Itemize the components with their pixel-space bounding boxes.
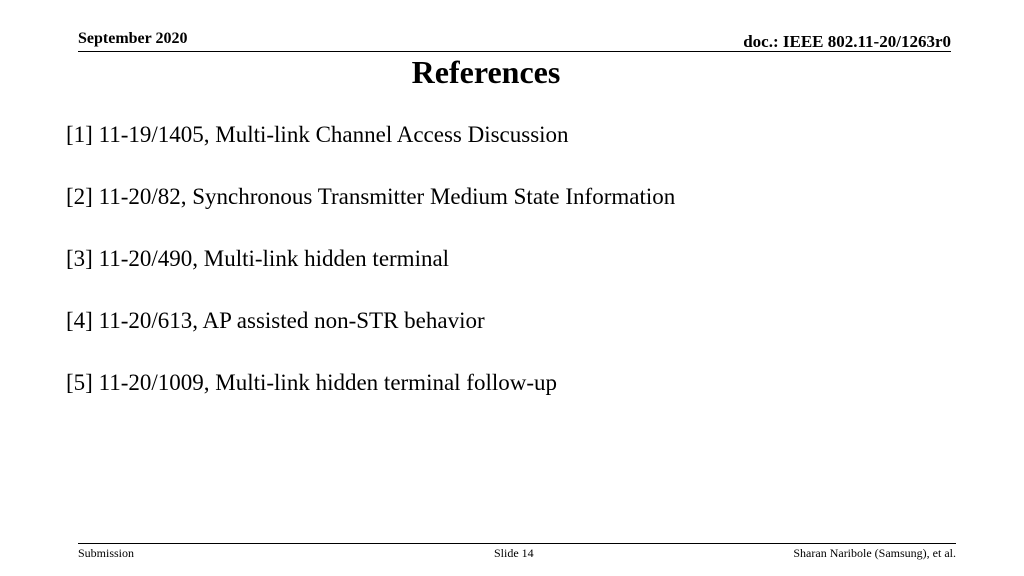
reference-item: [2] 11-20/82, Synchronous Transmitter Me… [66, 184, 676, 209]
reference-item: [5] 11-20/1009, Multi-link hidden termin… [66, 370, 558, 395]
slide-title: References [411, 54, 561, 90]
footer-author: Sharan Naribole (Samsung), et al. [793, 546, 956, 560]
footer-slide-number: Slide 14 [494, 546, 534, 560]
header-doc-id: doc.: IEEE 802.11-20/1263r0 [743, 32, 951, 51]
reference-item: [1] 11-19/1405, Multi-link Channel Acces… [66, 122, 569, 147]
header-divider [78, 51, 951, 52]
reference-item: [3] 11-20/490, Multi-link hidden termina… [66, 246, 450, 271]
header-date: September 2020 [78, 30, 188, 47]
footer-divider [78, 543, 956, 544]
reference-list: [1] 11-19/1405, Multi-link Channel Acces… [66, 119, 675, 429]
footer-submission: Submission [78, 546, 135, 560]
reference-item: [4] 11-20/613, AP assisted non-STR behav… [66, 308, 485, 333]
